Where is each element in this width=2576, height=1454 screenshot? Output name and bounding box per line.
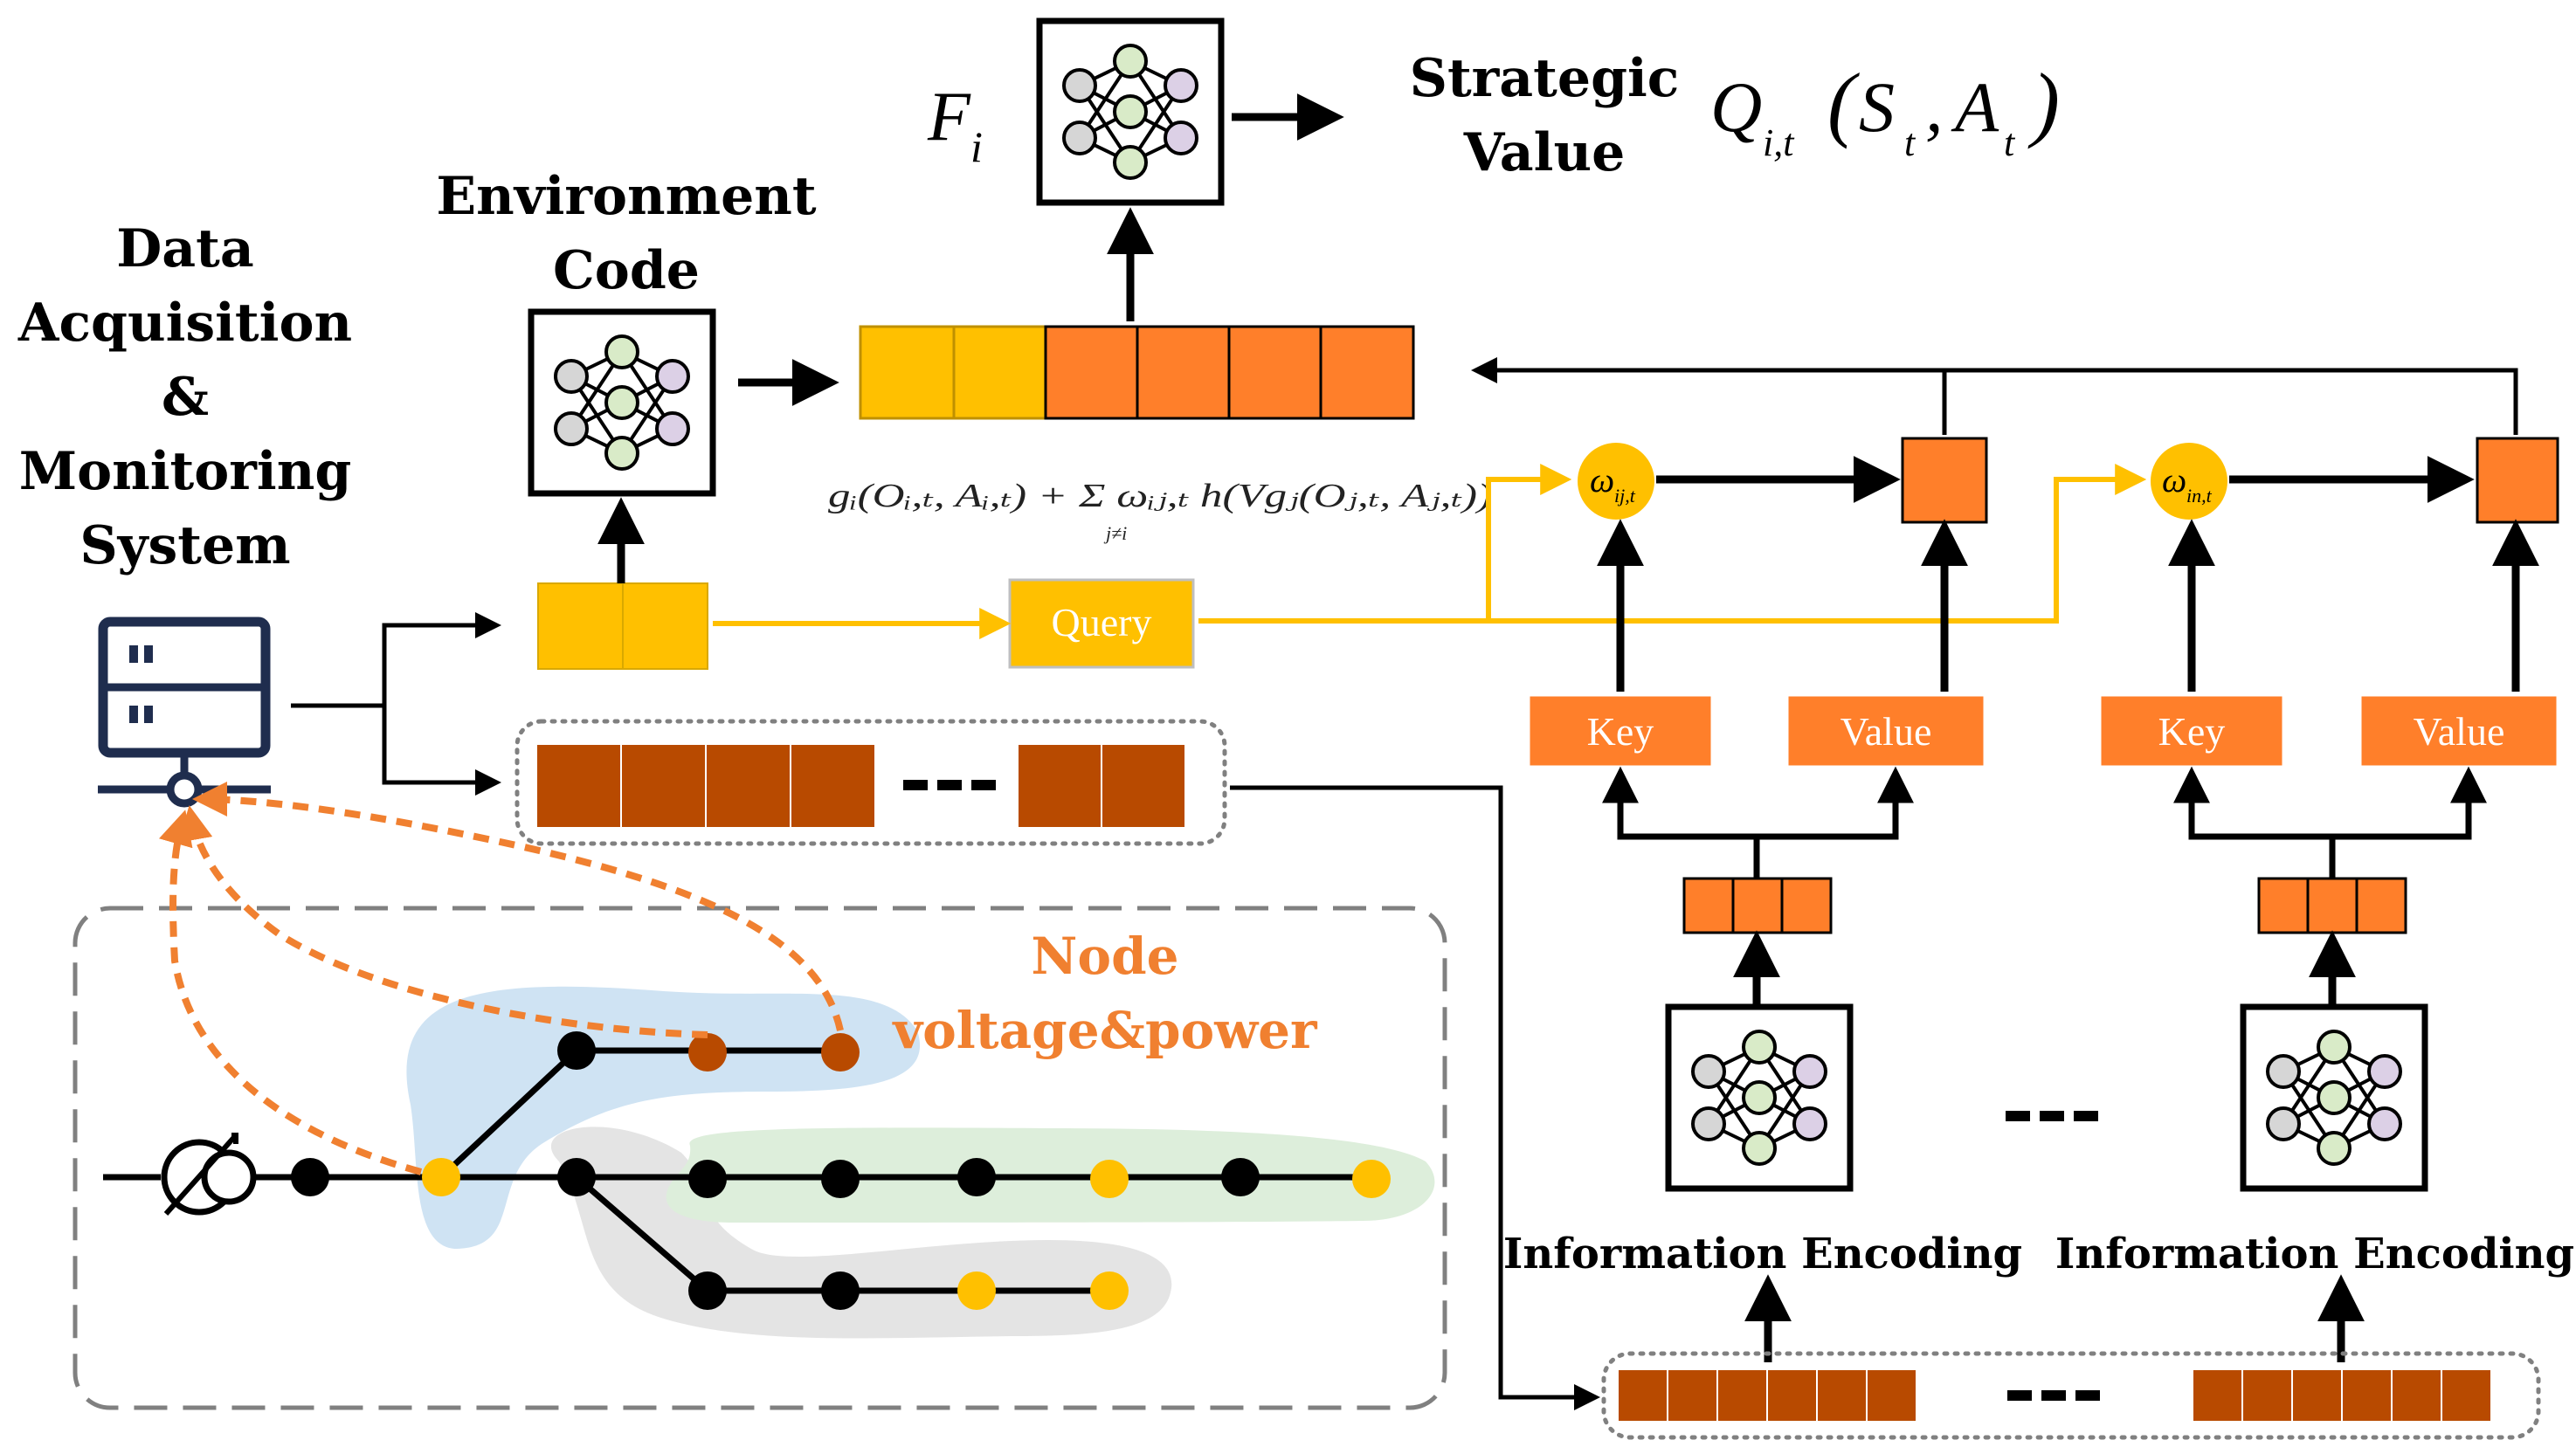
data-acquisition-title: Data Acquisition & Monitoring System <box>17 218 352 576</box>
observation-sequence <box>515 719 1227 846</box>
info-encoding-network-icon-2 <box>2243 1007 2425 1189</box>
environment-code-title: Environment Code <box>436 166 817 301</box>
attention-output-1 <box>1901 437 1988 524</box>
data-acq-line4: Monitoring <box>19 441 352 502</box>
ellipsis-2 <box>2006 1111 2098 1121</box>
formula-sum-subscript: j≠i <box>1103 522 1127 544</box>
key-label-2: Key <box>2158 709 2226 754</box>
q-action-sub: t <box>2004 121 2016 164</box>
server-branch-lines <box>291 612 501 796</box>
q-symbol: Q <box>1710 67 1762 147</box>
formula-text: gᵢ(Oᵢ,ₜ, Aᵢ,ₜ) + Σ ωᵢⱼ,ₜ h(Vgⱼ(Oⱼ,ₜ, Aⱼ,… <box>828 478 1492 514</box>
env-code-network-icon <box>531 312 713 493</box>
data-acq-line1: Data <box>116 218 254 279</box>
aggregation-formula: gᵢ(Oᵢ,ₜ, Aᵢ,ₜ) + Σ ωᵢⱼ,ₜ h(Vgⱼ(Oⱼ,ₜ, Aⱼ,… <box>828 478 1492 544</box>
measurement-arrows <box>158 782 844 1175</box>
query-label: Query <box>1052 600 1152 644</box>
node-label-line1: Node <box>1031 927 1178 986</box>
server-icon <box>98 617 271 808</box>
value-label-1: Value <box>1840 709 1932 754</box>
yellow-arrow-to-omega1 <box>1486 464 1572 621</box>
data-acq-line3: & <box>162 367 209 428</box>
info-enc-label-1: Information Encoding <box>1503 1230 2022 1278</box>
omega2-symbol: ω <box>2162 460 2186 500</box>
q-state: S <box>1859 67 1895 147</box>
q-paren-open: ( <box>1827 56 1860 149</box>
info-encoding-network-icon-1 <box>1668 1007 1850 1189</box>
info-encoding-labels: Information Encoding Information Encodin… <box>1503 1230 2574 1278</box>
q-action: A <box>1951 67 1999 147</box>
query-source-block <box>537 582 708 670</box>
info-enc-label-2: Information Encoding <box>2055 1230 2574 1278</box>
arrow-obs-to-bottom-seq <box>1230 785 1600 1410</box>
value-label-2: Value <box>2414 709 2505 754</box>
value-box-1 <box>1785 693 1986 768</box>
q-comma: , <box>1925 67 1944 147</box>
encoded-vector-2 <box>2257 877 2407 934</box>
omega1-subscript: ij,t <box>1614 485 1636 506</box>
value-box-2 <box>2358 693 2559 768</box>
encoded-vector-1 <box>1682 877 1833 934</box>
concatenated-vector <box>859 325 1415 420</box>
attention-block-1: ω ij,t Key Value <box>1527 437 1988 1004</box>
network-region <box>73 906 1447 1410</box>
omega1-circle <box>1578 443 1654 520</box>
generator-icon <box>161 1133 257 1216</box>
omega1-symbol: ω <box>1590 460 1614 500</box>
feedback-lines <box>1471 357 2518 435</box>
strategic-line1: Strategic <box>1410 48 1680 109</box>
fi-symbol: F <box>927 79 971 155</box>
yellow-arrow-to-omega2 <box>1198 464 2147 624</box>
fi-label: F i <box>927 79 983 171</box>
env-code-line2: Code <box>553 240 700 301</box>
fi-subscript: i <box>970 122 983 171</box>
key-box-1 <box>1527 693 1714 768</box>
ellipsis-3 <box>2007 1390 2100 1401</box>
omega2-circle <box>2151 443 2227 520</box>
bottom-observation-sequence <box>1601 1351 2541 1440</box>
env-code-line1: Environment <box>436 166 817 227</box>
strategic-value-title: Strategic Value <box>1410 48 1680 183</box>
q-subscript: i,t <box>1763 121 1795 164</box>
data-acq-line5: System <box>79 515 290 576</box>
data-acq-line2: Acquisition <box>17 293 352 354</box>
q-paren-close: ) <box>2027 56 2060 149</box>
ellipsis-1 <box>903 780 996 790</box>
query-box: Query <box>1008 578 1195 669</box>
strategic-line2: Value <box>1463 122 1626 183</box>
fi-network-icon <box>1039 21 1221 203</box>
omega2-subscript: in,t <box>2186 485 2213 506</box>
key-box-2 <box>2098 693 2285 768</box>
attention-output-2 <box>2476 437 2559 524</box>
node-voltage-power-label: Node voltage&power <box>891 927 1318 1060</box>
node-label-line2: voltage&power <box>891 1001 1318 1060</box>
network-nodes <box>291 1031 1391 1310</box>
q-state-sub: t <box>1904 121 1916 164</box>
key-label-1: Key <box>1587 709 1654 754</box>
q-value-formula: Q i,t ( S t , A t ) <box>1710 56 2060 164</box>
attention-block-2: ω in,t Key Value <box>2098 437 2559 1004</box>
